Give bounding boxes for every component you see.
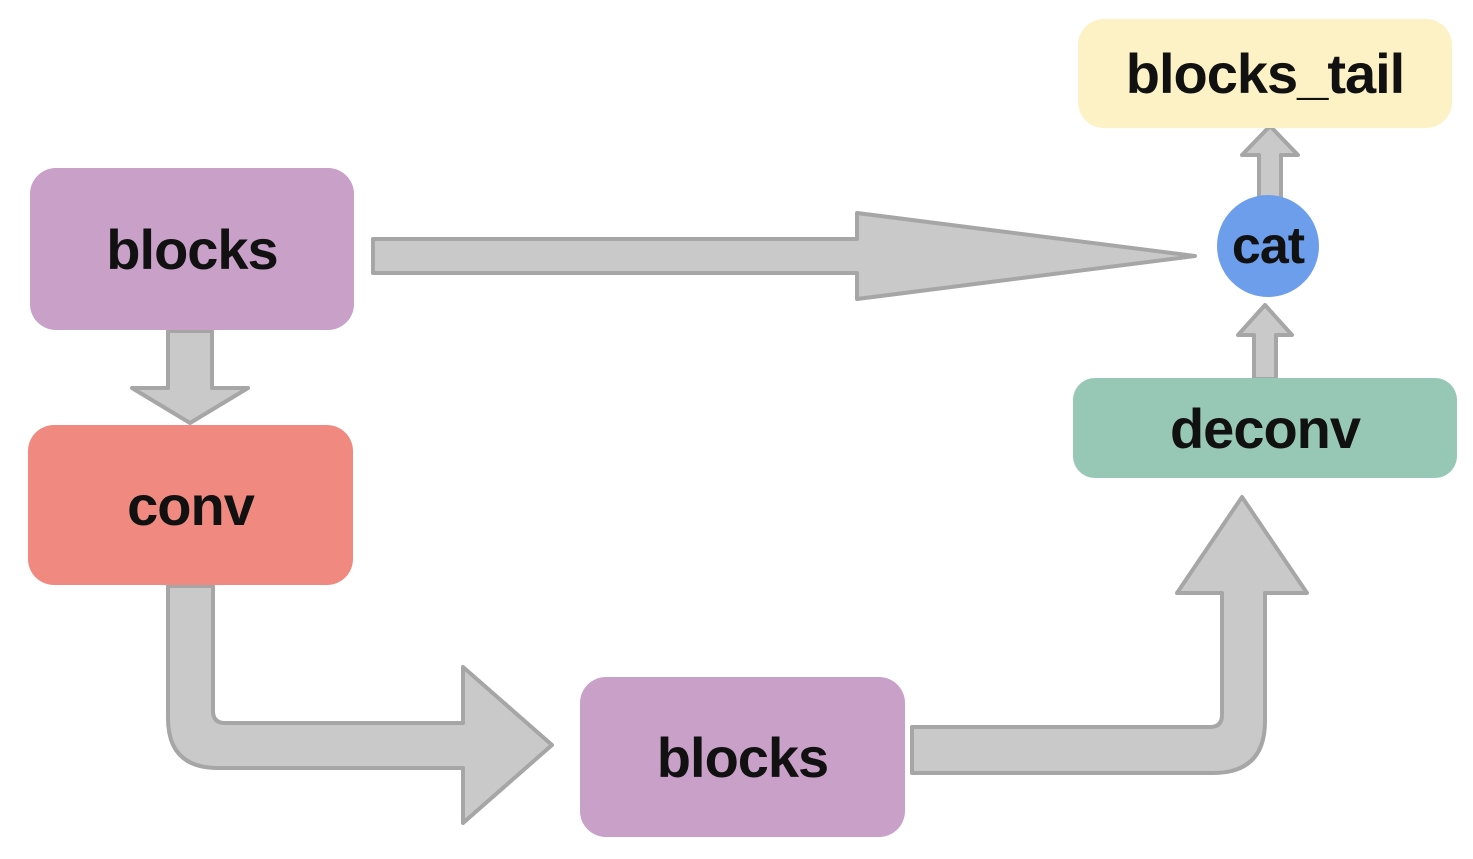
- edge-blocks-to-conv-arrow: [130, 329, 250, 425]
- node-blocks-bottom: blocks: [580, 677, 905, 837]
- edge-blocks-to-deconv-arrow: [910, 495, 1309, 775]
- node-blocks-tail-label: blocks_tail: [1125, 42, 1405, 105]
- edge-deconv-to-cat-arrow: [1236, 303, 1294, 381]
- node-deconv-label: deconv: [1169, 396, 1361, 460]
- node-blocks-bottom-label: blocks: [656, 725, 829, 789]
- edge-conv-to-blocks-arrow: [166, 584, 554, 825]
- node-deconv: deconv: [1073, 378, 1457, 478]
- node-cat: cat: [1217, 195, 1319, 297]
- node-blocks-top: blocks: [30, 168, 354, 330]
- node-cat-label: cat: [1231, 217, 1305, 275]
- edge-blocks-to-cat-arrow: [371, 211, 1197, 301]
- edge-cat-to-blocks-tail-arrow: [1240, 124, 1300, 201]
- node-blocks-top-label: blocks: [106, 217, 278, 281]
- node-conv-label: conv: [127, 473, 255, 537]
- node-conv: conv: [28, 425, 353, 585]
- node-blocks-tail: blocks_tail: [1078, 19, 1452, 128]
